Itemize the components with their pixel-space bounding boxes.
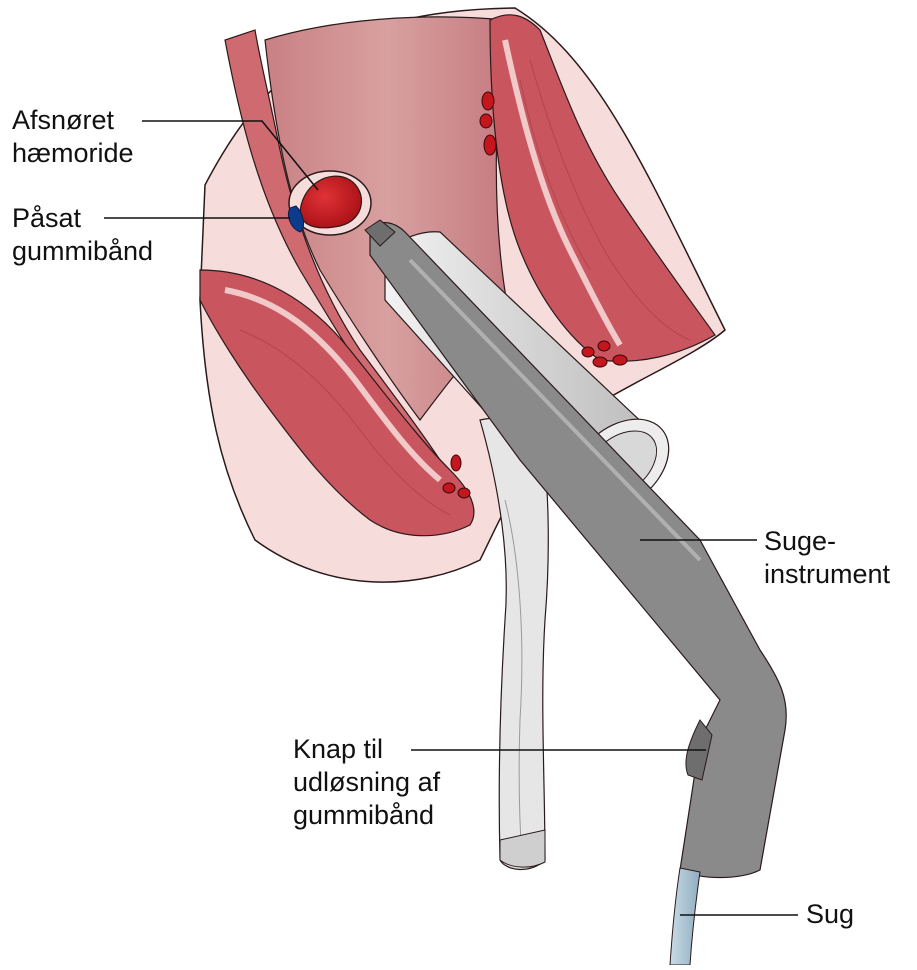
label-release-button-line3: gummibånd bbox=[293, 799, 434, 831]
label-banded-hemorrhoid-line2: hæmoride bbox=[12, 137, 134, 169]
suction-tube bbox=[670, 868, 700, 965]
label-release-button-line2: udløsning af bbox=[293, 766, 440, 798]
label-banded-hemorrhoid-line1: Afsnøret bbox=[12, 104, 114, 136]
label-release-button-line1: Knap til bbox=[293, 733, 383, 765]
label-suction-instrument-line1: Suge- bbox=[764, 525, 836, 557]
label-suction: Sug bbox=[806, 898, 854, 930]
label-applied-band-line2: gummibånd bbox=[12, 235, 153, 267]
label-suction-instrument-line2: instrument bbox=[764, 558, 890, 590]
label-applied-band-line1: Påsat bbox=[12, 202, 81, 234]
